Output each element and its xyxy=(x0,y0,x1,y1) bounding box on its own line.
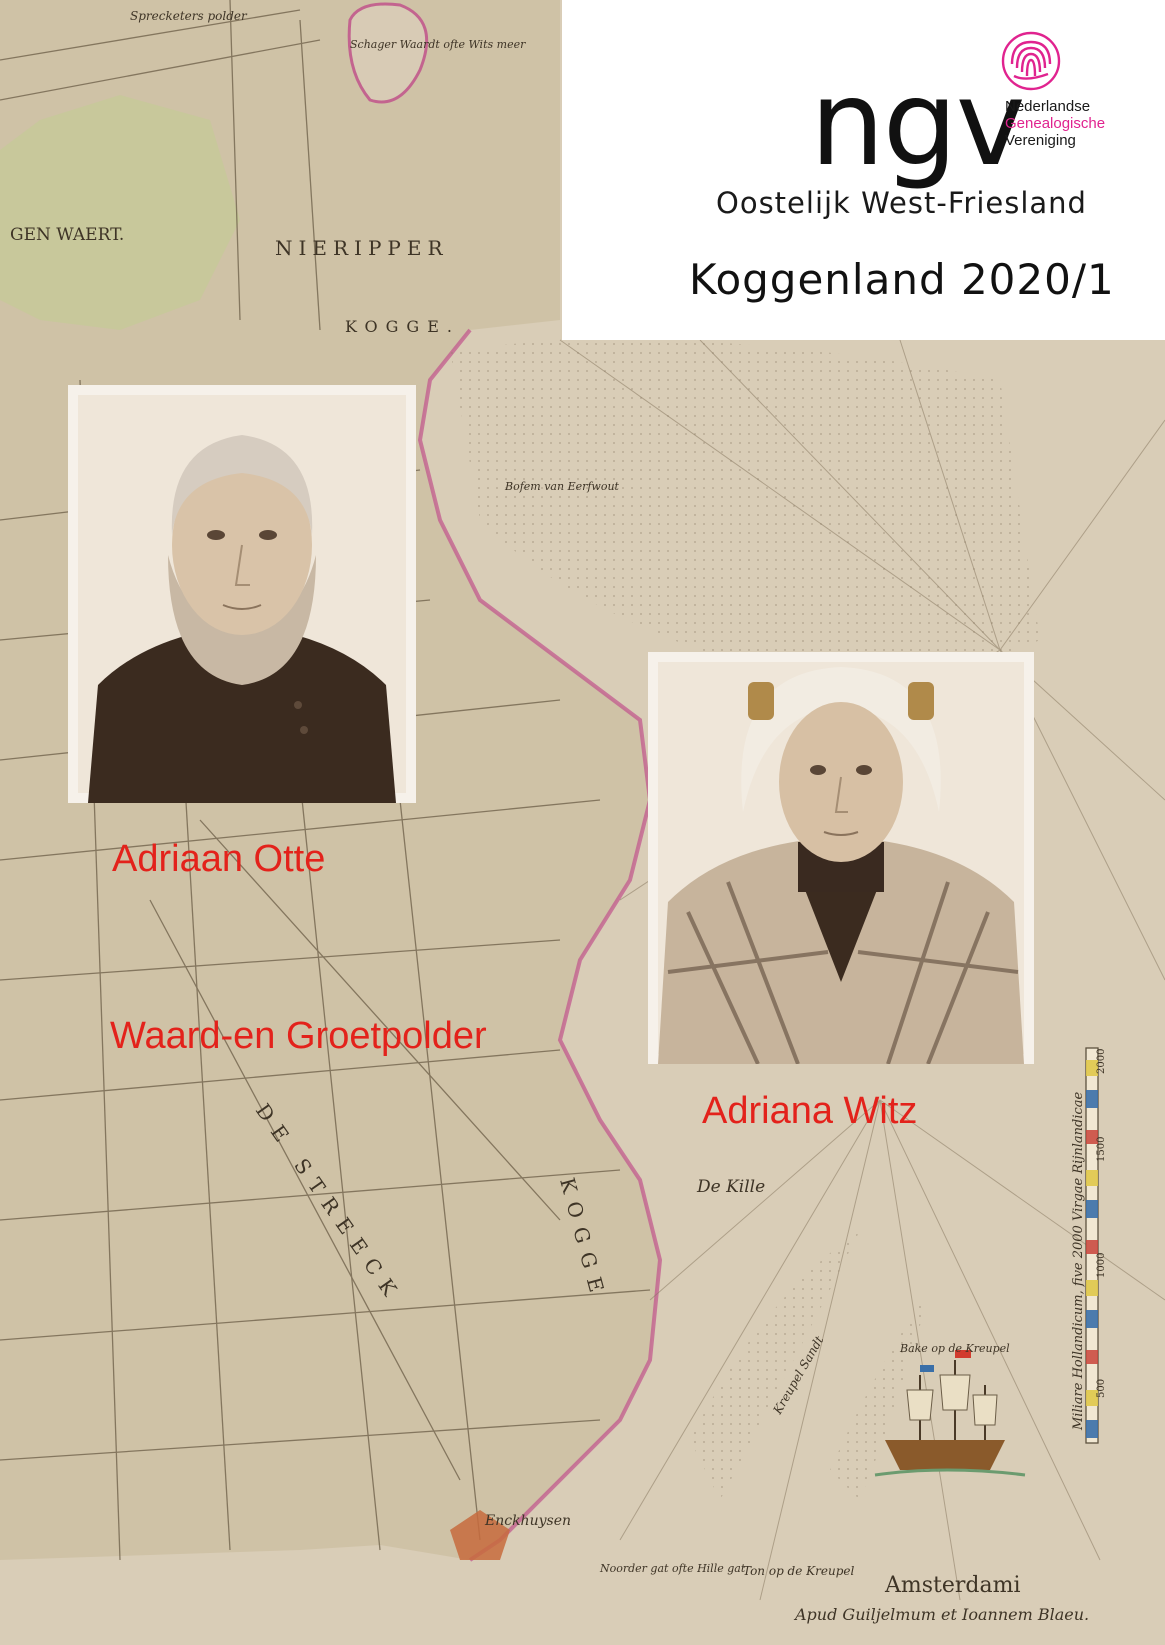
organization-name: Nederlandse Genealogische Vereniging xyxy=(1005,98,1105,149)
map-label: NIERIPPER xyxy=(275,236,449,260)
map-label: Ton op de Kreupel xyxy=(743,1564,854,1578)
map-label: Bofem van Eerfwout xyxy=(504,480,620,493)
ngv-logo-letters: ngv xyxy=(810,54,1026,192)
map-label: Amsterdami xyxy=(884,1573,1021,1598)
map-label: GEN WAERT. xyxy=(10,225,124,245)
portrait-caption-woman: Adriana Witz xyxy=(702,1090,918,1132)
map-label: De Kille xyxy=(696,1177,765,1197)
map-label: Sprecketers polder xyxy=(130,9,248,23)
map-label: Schager Waardt ofte Wits meer xyxy=(350,38,526,51)
department-name: Oostelijk West-Friesland xyxy=(716,186,1087,220)
header-panel xyxy=(562,0,1165,340)
map-label: KOGGE. xyxy=(345,317,460,336)
article-title: Waard-en Groetpolder xyxy=(110,1015,487,1057)
scale-tick: 500 xyxy=(1096,1379,1107,1398)
ship-illustration xyxy=(874,1350,1026,1477)
org-name-line: Genealogische xyxy=(1005,115,1106,132)
org-name-line: Vereniging xyxy=(1005,132,1076,149)
portrait-photo-woman xyxy=(648,652,1034,1064)
issue-title: Koggenland 2020/1 xyxy=(689,255,1115,304)
map-label: Noorder gat ofte Hille gat xyxy=(599,1562,746,1575)
portrait-caption-man: Adriaan Otte xyxy=(112,838,326,880)
scale-caption: Miliare Hollandicum, five 2000 Virgae Ri… xyxy=(1071,1091,1086,1431)
scale-tick: 2000 xyxy=(1096,1049,1107,1074)
fingerprint-logo-icon xyxy=(1001,31,1061,91)
map-label: Apud Guiljelmum et Ioannem Blaeu. xyxy=(793,1605,1089,1624)
map-label: Bake op de Kreupel xyxy=(899,1342,1010,1355)
scale-tick: 1000 xyxy=(1096,1253,1107,1278)
org-name-line: Nederlandse xyxy=(1005,98,1091,115)
scale-tick: 1500 xyxy=(1096,1137,1107,1162)
map-label: Enckhuysen xyxy=(484,1513,571,1529)
portrait-photo-man xyxy=(68,385,416,803)
